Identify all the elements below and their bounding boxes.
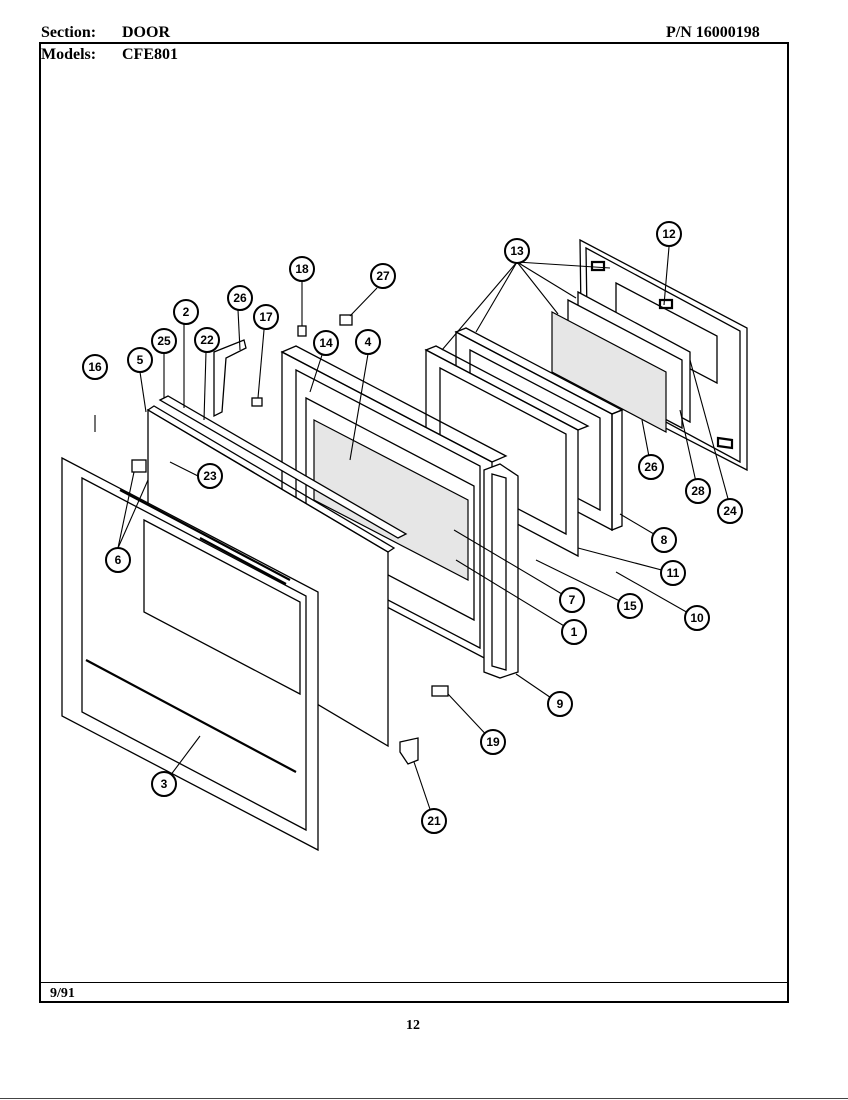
callout-12: 12 xyxy=(656,221,682,247)
svg-text:5: 5 xyxy=(137,353,144,367)
callout-24: 24 xyxy=(717,498,743,524)
callout-3: 3 xyxy=(151,771,177,797)
svg-text:8: 8 xyxy=(661,533,668,547)
svg-text:24: 24 xyxy=(723,504,737,518)
svg-text:9: 9 xyxy=(557,697,564,711)
callout-9: 9 xyxy=(547,691,573,717)
svg-text:6: 6 xyxy=(115,553,122,567)
callout-15: 15 xyxy=(617,593,643,619)
svg-text:15: 15 xyxy=(623,599,637,613)
callout-19: 19 xyxy=(480,729,506,755)
callout-26-right: 26 xyxy=(638,454,664,480)
svg-text:7: 7 xyxy=(569,593,576,607)
svg-text:19: 19 xyxy=(486,735,500,749)
part-latch-6 xyxy=(131,459,147,473)
revision-date: 9/91 xyxy=(50,986,75,1001)
svg-text:23: 23 xyxy=(203,469,217,483)
part-small-hardware xyxy=(94,314,449,765)
page-bottom-rule xyxy=(0,1098,848,1099)
part-clip-27 xyxy=(339,314,353,326)
svg-text:26: 26 xyxy=(644,460,658,474)
svg-text:12: 12 xyxy=(662,227,676,241)
callout-2: 2 xyxy=(173,299,199,325)
callout-27: 27 xyxy=(370,263,396,289)
callout-28: 28 xyxy=(685,478,711,504)
callout-13: 13 xyxy=(504,238,530,264)
part-number: P/N 16000198 xyxy=(666,24,760,41)
part-bracket-21 xyxy=(399,737,419,765)
svg-text:1: 1 xyxy=(571,625,578,639)
models-value: CFE801 xyxy=(122,46,178,63)
svg-text:16: 16 xyxy=(88,360,102,374)
section-value: DOOR xyxy=(122,24,170,41)
callout-8: 8 xyxy=(651,527,677,553)
callout-17: 17 xyxy=(253,304,279,330)
part-side-channel xyxy=(483,463,519,679)
callout-4: 4 xyxy=(355,329,381,355)
part-glass-stack xyxy=(551,290,691,433)
callout-6: 6 xyxy=(105,547,131,573)
svg-text:11: 11 xyxy=(667,566,680,580)
section-label: Section: xyxy=(41,24,97,41)
svg-text:10: 10 xyxy=(690,611,704,625)
svg-text:26: 26 xyxy=(233,291,247,305)
svg-text:3: 3 xyxy=(161,777,168,791)
callout-26-left: 26 xyxy=(227,285,253,311)
callout-11: 11 xyxy=(660,560,686,586)
svg-text:17: 17 xyxy=(259,310,273,324)
part-screw-18 xyxy=(297,325,307,337)
callout-22: 22 xyxy=(194,327,220,353)
footer-divider xyxy=(41,982,787,983)
svg-text:18: 18 xyxy=(295,262,309,276)
svg-text:21: 21 xyxy=(427,814,441,828)
diagram-frame xyxy=(39,42,789,1003)
part-clip-19 xyxy=(431,685,449,697)
callout-14: 14 xyxy=(313,330,339,356)
callout-23: 23 xyxy=(197,463,223,489)
page-number: 12 xyxy=(406,1018,420,1033)
callout-5: 5 xyxy=(127,347,153,373)
svg-text:28: 28 xyxy=(691,484,705,498)
callout-21: 21 xyxy=(421,808,447,834)
svg-text:4: 4 xyxy=(365,335,372,349)
callout-1: 1 xyxy=(561,619,587,645)
models-label: Models: xyxy=(41,46,97,63)
part-hinge-bracket xyxy=(213,339,247,418)
svg-text:14: 14 xyxy=(319,336,333,350)
part-screw-17 xyxy=(251,397,263,407)
svg-text:25: 25 xyxy=(157,334,171,348)
svg-text:27: 27 xyxy=(376,269,390,283)
callout-16: 16 xyxy=(82,354,108,380)
callout-18-top: 18 xyxy=(289,256,315,282)
callout-25: 25 xyxy=(151,328,177,354)
svg-text:22: 22 xyxy=(200,333,214,347)
svg-text:2: 2 xyxy=(183,305,190,319)
callout-7: 7 xyxy=(559,587,585,613)
callout-10: 10 xyxy=(684,605,710,631)
svg-text:13: 13 xyxy=(510,244,524,258)
